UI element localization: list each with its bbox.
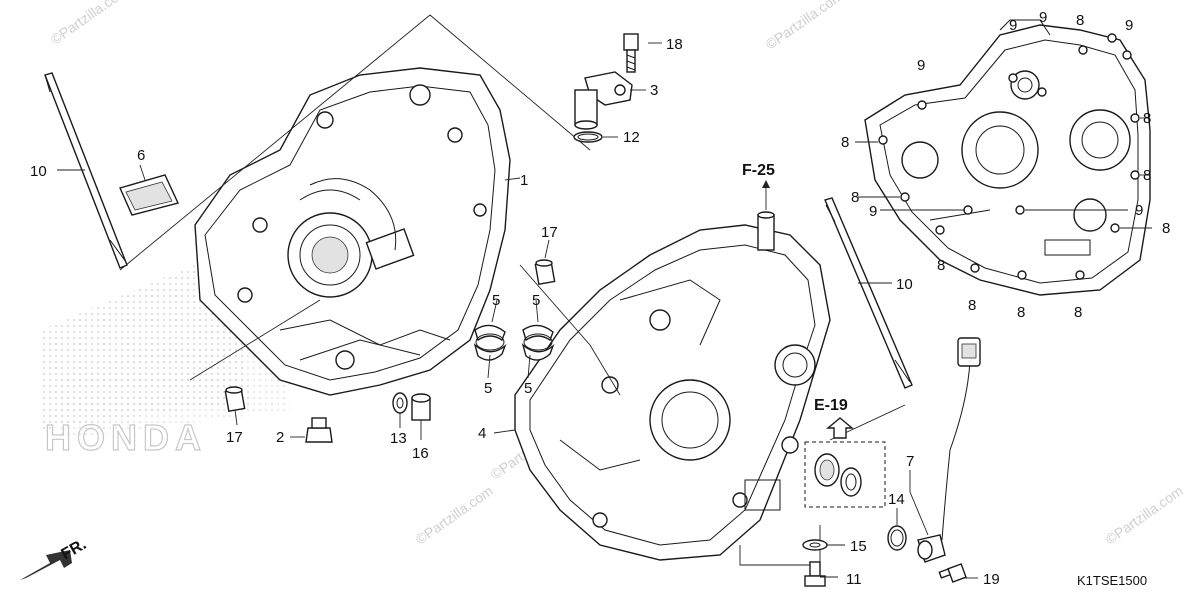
callout-9: 9	[917, 57, 925, 74]
callout-8: 8	[937, 257, 945, 274]
o-ring-14	[887, 525, 907, 551]
callout-8: 8	[1017, 304, 1025, 321]
callout-6: 6	[137, 147, 145, 164]
bearing-halves-5-left	[473, 324, 507, 361]
bolt-18	[623, 33, 639, 73]
callout-12: 12	[623, 129, 640, 146]
callout-14: 14	[888, 491, 905, 508]
callout-8: 8	[841, 134, 849, 151]
callout-9: 9	[1125, 17, 1133, 34]
bolt-11	[804, 561, 826, 587]
left-crankcase-half	[194, 67, 511, 396]
sensor-3	[574, 71, 633, 130]
callout-10: 10	[30, 163, 47, 180]
strainer-screen	[119, 174, 179, 216]
oil-seal-group	[804, 441, 886, 508]
callout-8: 8	[1143, 110, 1151, 127]
callout-5: 5	[492, 292, 500, 309]
crankcase-inner-view	[864, 19, 1151, 296]
callout-15: 15	[850, 538, 867, 555]
callout-3: 3	[650, 82, 658, 99]
callout-8: 8	[1076, 12, 1084, 29]
collar-16	[411, 393, 431, 421]
reference-arrow-e19	[826, 417, 854, 439]
callout-9: 9	[1039, 9, 1047, 26]
callout-5: 5	[524, 380, 532, 397]
reference-label-f25: F-25	[742, 162, 775, 179]
callout-8: 8	[851, 189, 859, 206]
callout-2: 2	[276, 429, 284, 446]
callout-leaders	[57, 42, 1152, 579]
callout-13: 13	[390, 430, 407, 447]
right-crankcase-half	[514, 211, 831, 561]
callout-5: 5	[484, 380, 492, 397]
drain-plug-2	[305, 417, 333, 443]
callout-9: 9	[1009, 17, 1017, 34]
watermark-text: ©Partzilla.com	[763, 0, 846, 52]
front-direction-arrow: FR.	[20, 536, 89, 580]
callout-17: 17	[226, 429, 243, 446]
washer-13	[392, 392, 408, 414]
callout-labels: 1 2 3 4 5 5 5 5 6 7 8 8 8 8 8 8 8 8 8 8 …	[30, 9, 1170, 588]
callout-5: 5	[532, 292, 540, 309]
washer-15	[802, 539, 828, 551]
brand-watermark: HONDA	[45, 417, 207, 458]
callout-9: 9	[1135, 202, 1143, 219]
stud-bolt-right	[824, 197, 913, 389]
callout-8: 8	[1162, 220, 1170, 237]
callout-4: 4	[478, 425, 486, 442]
callout-9: 9	[869, 203, 877, 220]
dowel-pin-17-upper	[534, 259, 556, 286]
callout-1: 1	[520, 172, 528, 189]
callout-7: 7	[906, 453, 914, 470]
callout-8: 8	[1074, 304, 1082, 321]
o-ring-12	[573, 131, 603, 143]
bearing-halves-5-right	[521, 324, 555, 361]
callout-10: 10	[896, 276, 913, 293]
leader-lines-left	[119, 14, 591, 381]
bolt-19	[938, 563, 967, 583]
stud-bolt-left	[44, 72, 128, 269]
callout-8: 8	[968, 297, 976, 314]
bolt-holes	[878, 33, 1140, 280]
callout-8: 8	[1143, 167, 1151, 184]
callout-11: 11	[846, 571, 862, 588]
callout-17: 17	[541, 224, 558, 241]
watermark-text: ©Partzilla.com	[413, 482, 496, 547]
sensor-harness-7	[917, 337, 981, 563]
callout-18: 18	[666, 36, 683, 53]
reference-arrow-f25	[762, 180, 770, 210]
reference-label-e19: E-19	[814, 397, 848, 414]
watermark-text: ©Partzilla.com	[1103, 482, 1186, 547]
watermark-text: ©Partzilla.com	[48, 0, 131, 47]
dowel-pin-17-lower	[224, 386, 246, 413]
callout-16: 16	[412, 445, 429, 462]
callout-19: 19	[983, 571, 1000, 588]
diagram-code: K1TSE1500	[1077, 573, 1147, 588]
